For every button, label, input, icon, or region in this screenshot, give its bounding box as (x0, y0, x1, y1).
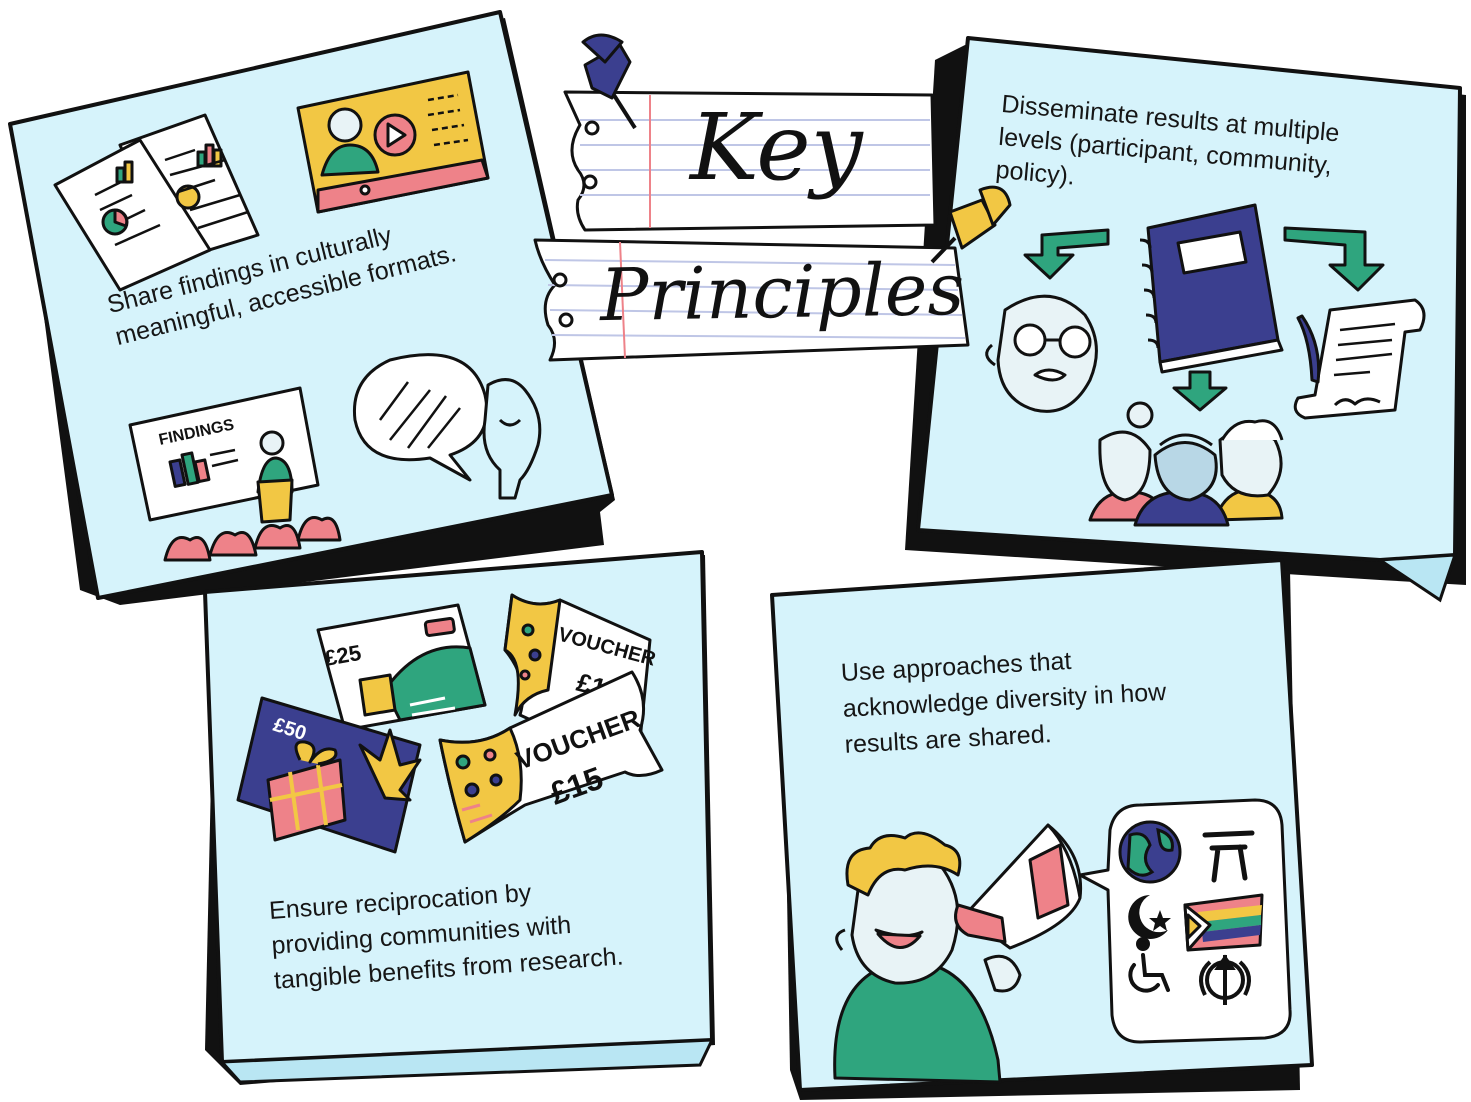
megaphone-person-icon (833, 831, 1022, 1084)
pride-flag-icon (1183, 893, 1264, 952)
document-chart-icon (53, 113, 260, 292)
title-key: Key (690, 94, 863, 201)
elder-face-icon (985, 294, 1098, 413)
title-strip-principles (533, 238, 970, 362)
title-strip-key (563, 90, 937, 232)
video-player-icon (296, 70, 490, 214)
wheelchair-icon (1128, 937, 1170, 993)
diversity-text: Use approaches that acknowledge diversit… (840, 638, 1169, 763)
khanda-icon (1199, 954, 1251, 1005)
community-group-icon (1088, 401, 1284, 527)
crescent-star-icon (1128, 895, 1171, 939)
title-principles: Principles (599, 246, 966, 338)
globe-icon (1118, 820, 1182, 884)
gift-card-icon (316, 603, 487, 732)
voucher-icon (438, 670, 664, 844)
pushpin-icon (581, 33, 637, 130)
gift-card-icon (236, 696, 422, 854)
pushpin-icon (930, 185, 1012, 264)
torii-gate-icon (1202, 830, 1255, 883)
speech-bubble-icon (352, 353, 489, 482)
notebook-icon (1139, 203, 1284, 374)
arrow-icon (1023, 226, 1385, 412)
note-share-findings (8, 10, 615, 605)
scroll-document-icon (1293, 298, 1426, 420)
findings-presentation-icon (128, 386, 342, 562)
megaphone-icon (954, 823, 1083, 950)
thumbs-up-icon (482, 378, 542, 500)
